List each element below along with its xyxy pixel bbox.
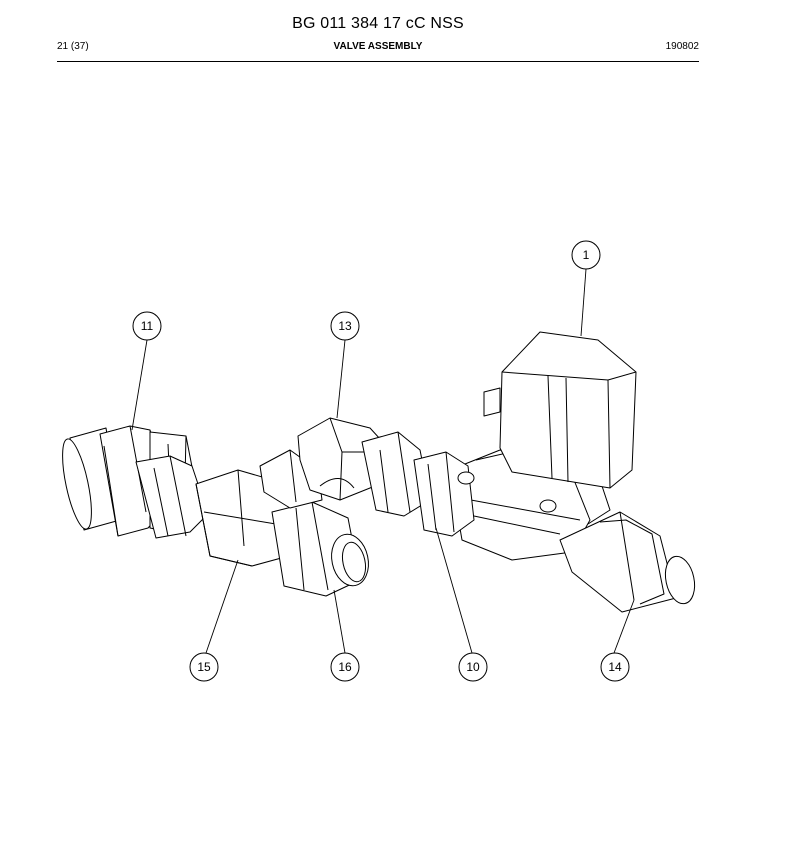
callout-1-label: 1 bbox=[583, 248, 590, 262]
callout-14: 14 bbox=[600, 652, 630, 682]
header-rule bbox=[57, 61, 699, 62]
callout-13-label: 13 bbox=[338, 319, 352, 333]
callout-10-label: 10 bbox=[466, 660, 480, 674]
callout-15: 15 bbox=[189, 652, 219, 682]
callout-11: 11 bbox=[132, 311, 162, 341]
callout-16-label: 16 bbox=[338, 660, 352, 674]
callout-11-label: 11 bbox=[141, 319, 154, 333]
callout-15-label: 15 bbox=[197, 660, 211, 674]
page-number: 21 (37) bbox=[57, 41, 89, 52]
callout-14-label: 14 bbox=[608, 660, 622, 674]
section-title: VALVE ASSEMBLY bbox=[333, 41, 423, 52]
callout-1: 1 bbox=[571, 240, 601, 270]
solenoid-valve bbox=[413, 331, 696, 613]
elbow-fitting bbox=[259, 417, 431, 517]
bulkhead-fitting bbox=[62, 425, 209, 539]
revision-date: 190802 bbox=[665, 41, 699, 52]
callout-16: 16 bbox=[330, 652, 360, 682]
callout-10: 10 bbox=[458, 652, 488, 682]
document-id: BG 011 384 17 cC NSS bbox=[292, 15, 464, 32]
callout-13: 13 bbox=[330, 311, 360, 341]
leader-lines bbox=[131, 268, 635, 654]
cap-nut bbox=[271, 501, 369, 597]
